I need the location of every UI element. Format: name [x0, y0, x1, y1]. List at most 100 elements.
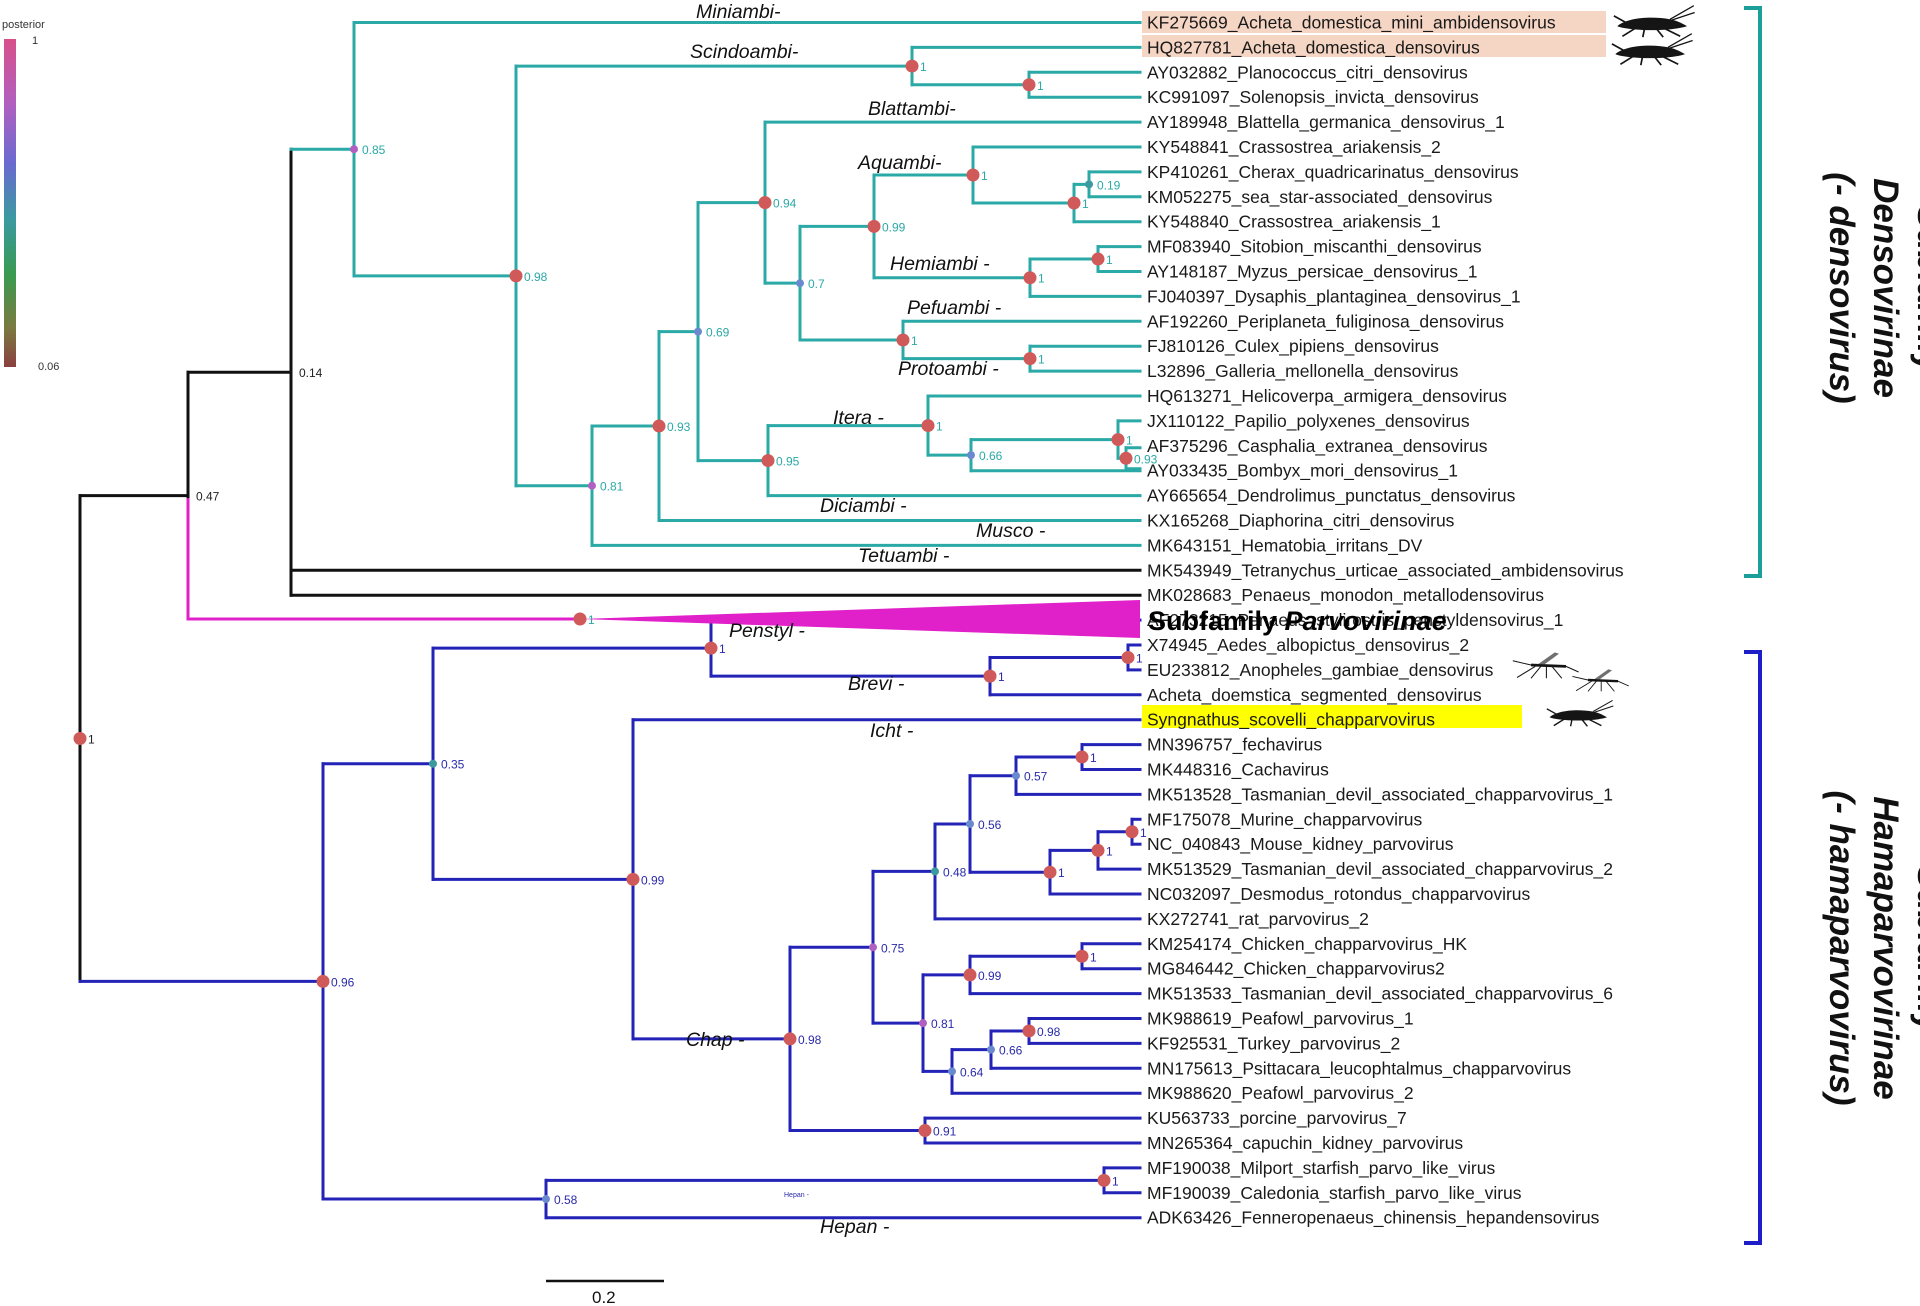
support-value: 1 [1106, 844, 1113, 858]
svg-text:Densovirinae: Densovirinae [1866, 178, 1905, 398]
tip-label: AF192260_Periplaneta_fuliginosa_densovir… [1147, 311, 1504, 332]
tip-label: KY548840_Crassostrea_ariakensis_1 [1147, 212, 1441, 233]
tree-node [542, 1195, 550, 1204]
mosquito-icon [1511, 650, 1580, 680]
tree-node [967, 451, 975, 460]
densovirinae-label: Subfamily Densovirinae (- densovirus) [1822, 172, 1920, 403]
support-value: 1 [1090, 751, 1097, 765]
support-value: 1 [1037, 79, 1044, 93]
support-value: 0.7 [808, 277, 825, 291]
support-value: 0.19 [1097, 178, 1121, 192]
tip-label: NC032097_Desmodus_rotondus_chapparvoviru… [1147, 884, 1531, 905]
tree-node [966, 168, 980, 182]
tip-label: AY033435_Bombyx_mori_densovirus_1 [1147, 461, 1458, 482]
posterior-legend: posterior 1 0.06 [2, 19, 59, 373]
support-value: 1 [911, 334, 918, 348]
tip-label: MK543949_Tetranychus_urticae_associated_… [1147, 560, 1624, 581]
tip-label: AY032882_Planococcus_citri_densovirus [1147, 62, 1468, 83]
support-value: 1 [1112, 1174, 1119, 1188]
tip-label: MK988619_Peafowl_parvovirus_1 [1147, 1009, 1414, 1030]
genus-hepan-small: Hepan - [784, 1192, 810, 1199]
tree-node [1022, 78, 1036, 92]
tree-node [626, 872, 640, 886]
tree-node [573, 612, 587, 626]
genus-labels: Miniambi- Scindoambi- Blattambi- Aquambi… [686, 1, 1046, 1238]
tip-label: HQ613271_Helicoverpa_armigera_densovirus [1147, 386, 1507, 407]
tip-label: MK513533_Tasmanian_devil_associated_chap… [1147, 984, 1613, 1005]
tree-node [1012, 771, 1020, 780]
support-value: 0.81 [931, 1017, 955, 1031]
tree-node [1097, 1173, 1111, 1187]
support-value: 0.98 [798, 1033, 822, 1047]
support-value: 1 [1090, 950, 1097, 964]
parvovirinae-label: Subfamily Parvovirinae [1148, 606, 1447, 636]
tree-node [948, 1067, 956, 1076]
tree-node [966, 819, 974, 828]
support-value: 0.96 [331, 975, 355, 989]
cricket-icon [1546, 699, 1614, 728]
tree-nodes: 10.470.140.850.98110.810.930.690.940.70.… [73, 59, 1158, 1207]
tip-label: KX165268_Diaphorina_citri_densovirus [1147, 511, 1455, 532]
tree-node [896, 333, 910, 347]
support-value: 1 [1038, 353, 1045, 367]
genus-tetuambi: Tetuambi - [858, 545, 950, 567]
tree-node [1085, 180, 1093, 189]
tip-label: MK028683_Penaeus_monodon_metallodensovir… [1147, 585, 1544, 606]
tip-label: MF190038_Milport_starfish_parvo_like_vir… [1147, 1158, 1495, 1179]
support-value: 0.98 [1037, 1025, 1061, 1039]
hamaparvovirinae-bracket [1744, 650, 1762, 1245]
support-value: 1 [981, 169, 988, 183]
tree-node [905, 59, 919, 73]
tip-label: L32896_Galleria_mellonella_densovirus [1147, 361, 1459, 382]
support-value: 1 [1140, 826, 1147, 840]
tree-node [1119, 451, 1133, 465]
tip-label: KP410261_Cherax_quadricarinatus_densovir… [1147, 162, 1519, 183]
svg-text:Subfamily: Subfamily [1910, 204, 1920, 372]
tree-node [1022, 1024, 1036, 1038]
scale-bar-label: 0.2 [592, 1288, 616, 1306]
support-value: 0.99 [882, 220, 906, 234]
tip-label: AF273215_Penaeus_stylirostris_penstylden… [1147, 610, 1563, 631]
support-value: 1 [1136, 651, 1143, 665]
svg-text:(- densovirus): (- densovirus) [1822, 172, 1861, 403]
posterior-colorbar [4, 39, 16, 367]
tree-node [694, 327, 702, 336]
support-value: 1 [936, 420, 943, 434]
support-value: 0.93 [667, 420, 691, 434]
support-value: 0.75 [881, 941, 905, 955]
genus-pefuambi: Pefuambi - [907, 297, 1002, 319]
tip-label: AY665654_Dendrolimus_punctatus_densoviru… [1147, 486, 1516, 507]
tip-label: FJ040397_Dysaphis_plantaginea_densovirus… [1147, 286, 1521, 307]
support-value: 0.69 [706, 326, 730, 340]
support-value: 1 [1038, 272, 1045, 286]
support-value: 1 [998, 670, 1005, 684]
tree-node [796, 279, 804, 288]
tip-label: KM254174_Chicken_chapparvovirus_HK [1147, 934, 1467, 955]
support-value: 0.56 [978, 818, 1002, 832]
tree-node [919, 1019, 927, 1028]
tip-label: AY148187_Myzus_persicae_densovirus_1 [1147, 262, 1477, 283]
tree-node [987, 1045, 995, 1054]
tip-label: HQ827781_Acheta_domestica_densovirus [1147, 37, 1480, 58]
tree-node [1091, 252, 1105, 266]
support-value: 0.66 [979, 449, 1003, 463]
legend-title: posterior [2, 19, 45, 31]
genus-scindoambi: Scindoambi- [690, 41, 799, 63]
tree-node [1023, 271, 1037, 285]
support-value: 0.14 [299, 366, 323, 380]
genus-protoambi: Protoambi - [898, 358, 999, 380]
tip-label: MN265364_capuchin_kidney_parvovirus [1147, 1133, 1463, 1154]
tip-labels: KF275669_Acheta_domestica_mini_ambidenso… [1147, 13, 1624, 1229]
support-value: 1 [1058, 866, 1065, 880]
genus-miniambi: Miniambi- [696, 1, 781, 23]
mosquito-icon [1571, 667, 1630, 693]
support-value: 0.48 [943, 865, 967, 879]
tip-label: FJ810126_Culex_pipiens_densovirus [1147, 336, 1439, 357]
support-value: 1 [1126, 434, 1133, 448]
tip-highlight [1142, 705, 1522, 728]
genus-aquambi: Aquambi- [857, 152, 942, 174]
tip-label: MF175078_Murine_chapparvovirus [1147, 809, 1423, 830]
svg-text:Subfamily: Subfamily [1910, 864, 1920, 1032]
tree-node [758, 196, 772, 210]
tip-label: ADK63426_Fenneropenaeus_chinensis_hepand… [1147, 1208, 1600, 1229]
